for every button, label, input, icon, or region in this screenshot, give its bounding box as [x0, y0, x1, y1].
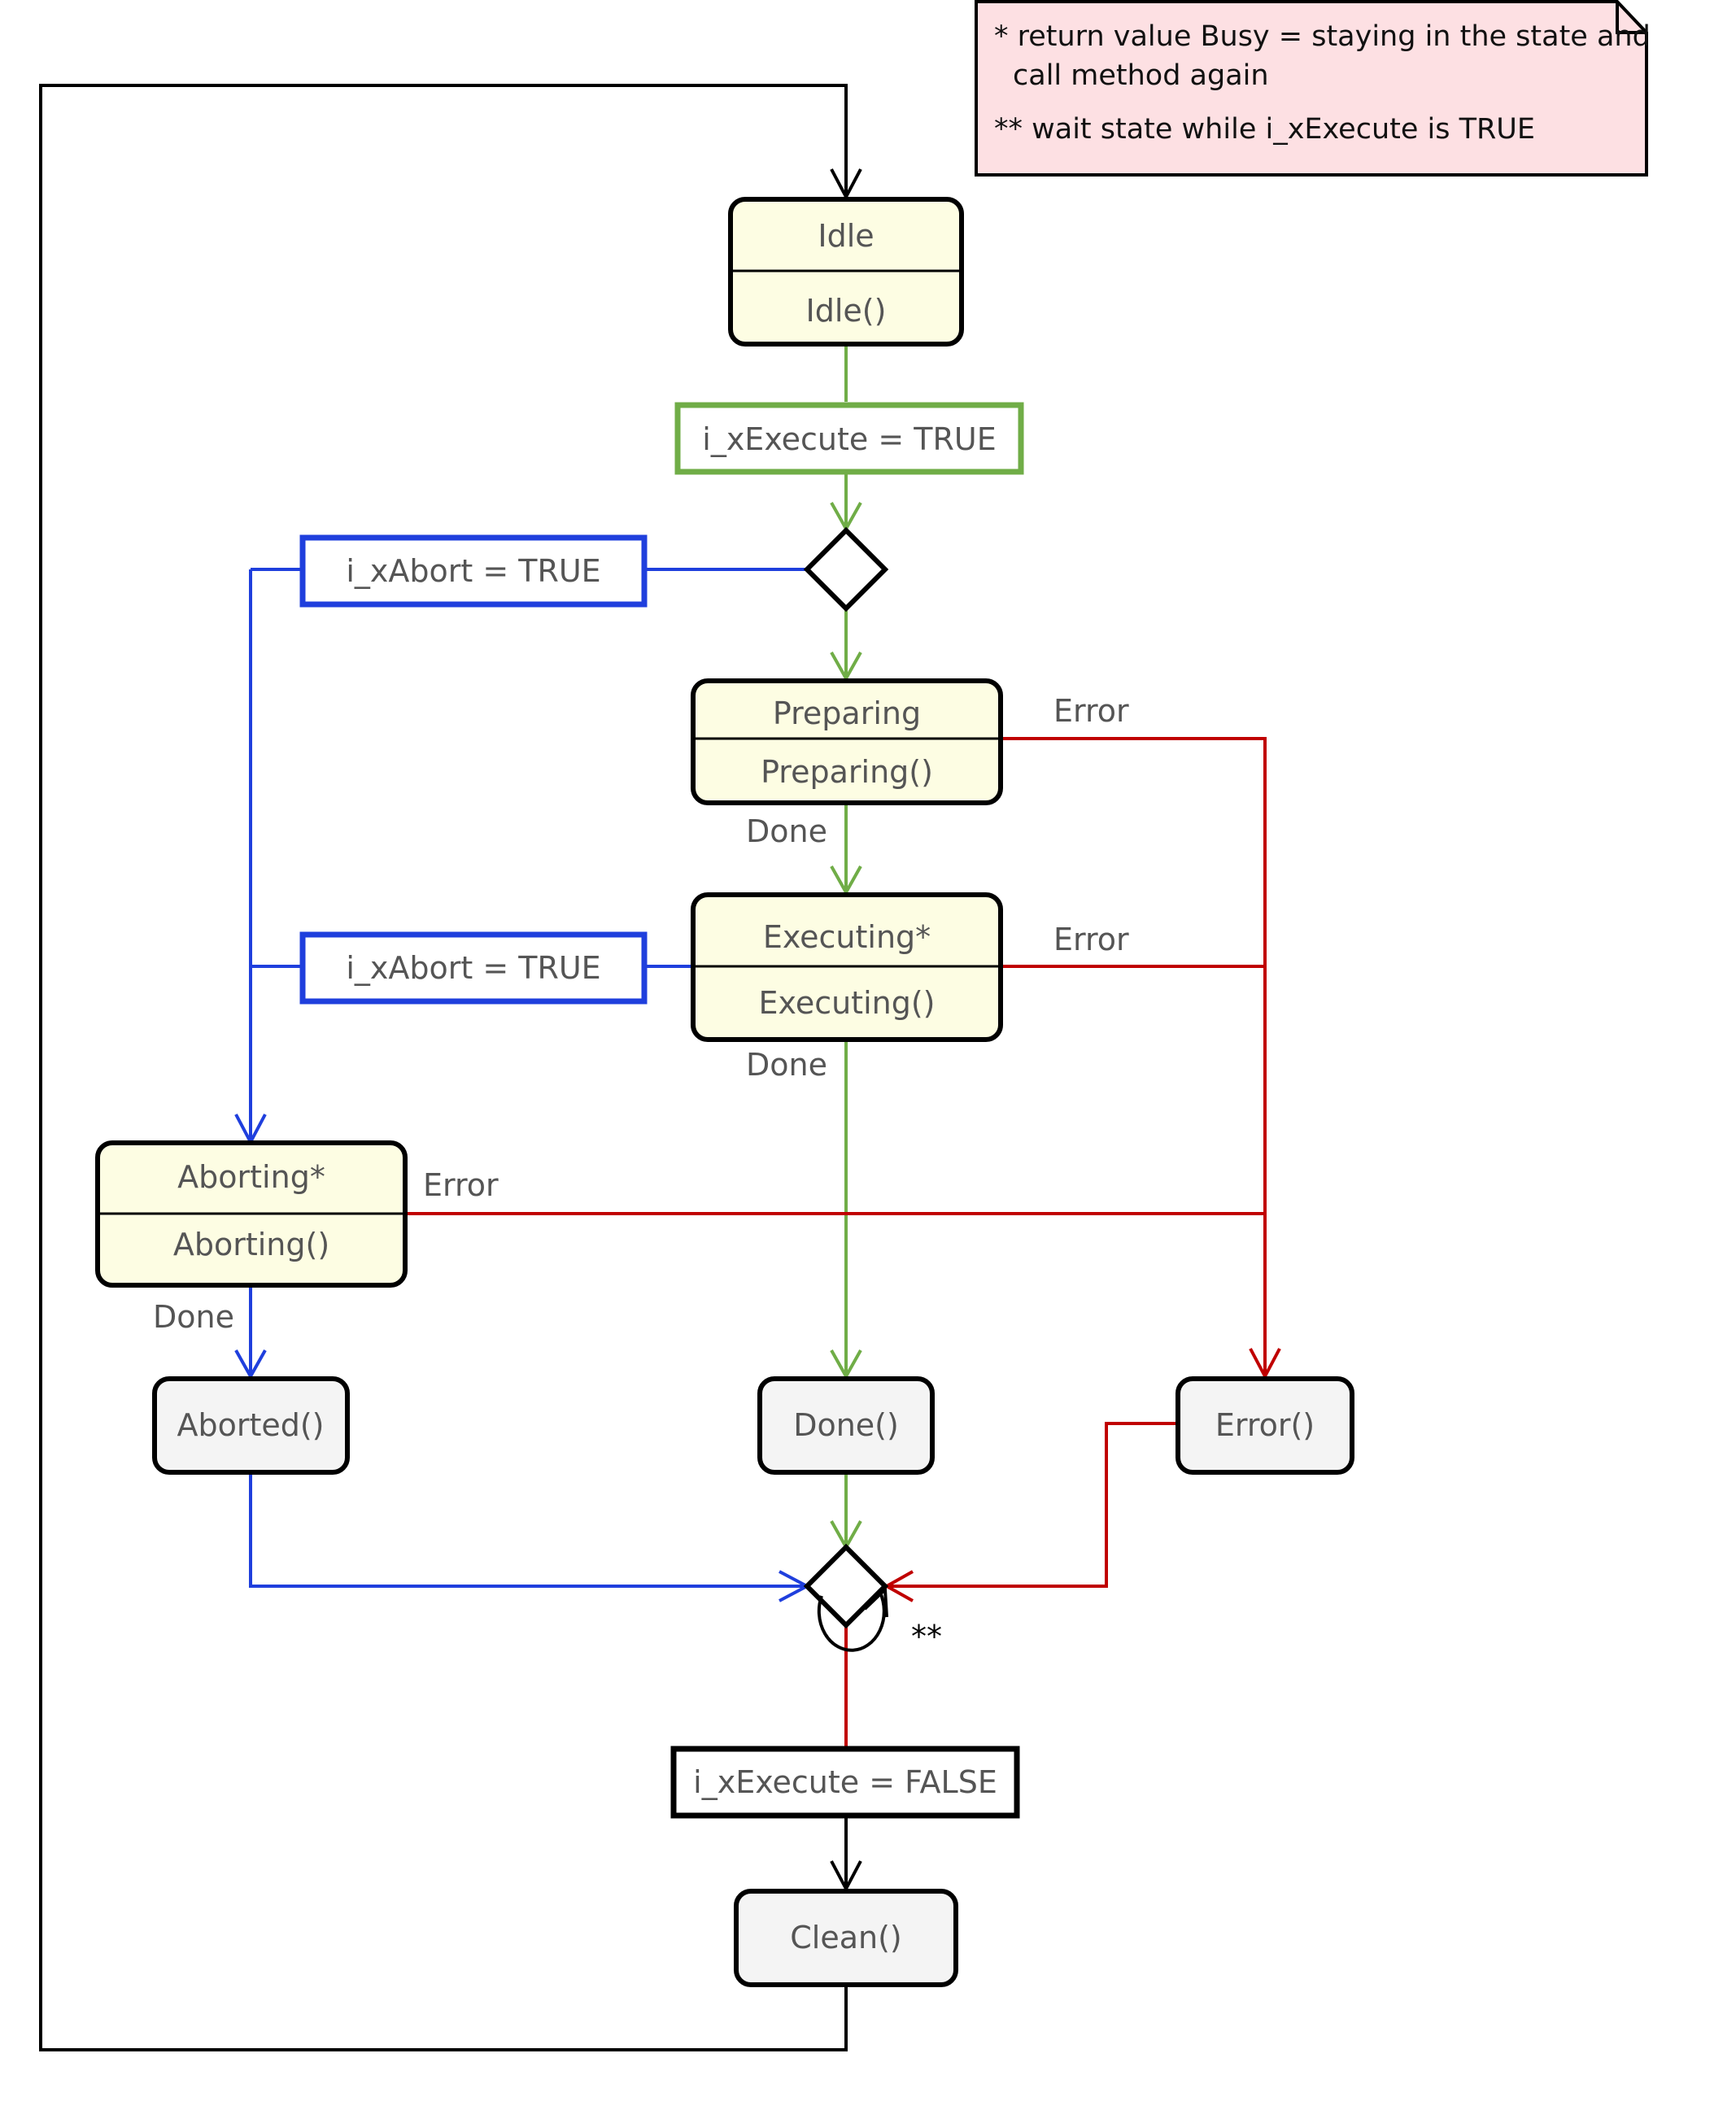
action-clean: Clean(): [734, 1889, 958, 1987]
blue-flow-edges: [234, 568, 811, 1602]
action-error: Error(): [1176, 1376, 1354, 1475]
condition-abort-true-2-label: i_xAbort = TRUE: [346, 950, 600, 986]
label-preparing-done: Done: [746, 813, 827, 849]
action-done: Done(): [757, 1376, 935, 1475]
action-aborted: Aborted(): [152, 1376, 350, 1475]
condition-execute-true-label: i_xExecute = TRUE: [702, 421, 996, 457]
action-error-label: Error(): [1215, 1407, 1315, 1443]
note-line-2: call method again: [1013, 59, 1269, 92]
state-idle-name: Idle: [818, 218, 874, 254]
note-line-3: ** wait state while i_xExecute is TRUE: [994, 113, 1535, 146]
note: * return value Busy = staying in the sta…: [975, 0, 1651, 177]
action-done-label: Done(): [793, 1407, 899, 1443]
label-executing-error: Error: [1053, 922, 1129, 957]
clean-edge: [830, 1816, 862, 1893]
label-aborting-done: Done: [153, 1299, 234, 1335]
state-preparing-name: Preparing: [773, 695, 921, 731]
note-line-1: * return value Busy = staying in the sta…: [994, 20, 1651, 53]
state-preparing-method: Preparing(): [761, 754, 933, 790]
condition-abort-true-1: i_xAbort = TRUE: [299, 534, 648, 608]
label-executing-done: Done: [746, 1047, 827, 1083]
action-clean-label: Clean(): [790, 1920, 902, 1955]
label-aborting-error: Error: [423, 1167, 499, 1203]
wait-state-marker: **: [911, 1619, 942, 1654]
state-aborting: Aborting* Aborting(): [95, 1140, 408, 1288]
state-aborting-method: Aborting(): [173, 1227, 329, 1262]
state-preparing: Preparing Preparing(): [691, 678, 1003, 805]
decision-diamond-top: [803, 526, 889, 613]
state-idle: Idle Idle(): [728, 197, 964, 347]
label-preparing-error: Error: [1053, 693, 1129, 729]
state-executing-name: Executing*: [763, 919, 931, 955]
state-idle-method: Idle(): [806, 293, 887, 329]
condition-execute-false-label: i_xExecute = FALSE: [693, 1764, 997, 1800]
merge-diamond-bottom: [803, 1543, 889, 1652]
state-aborting-name: Aborting*: [177, 1159, 325, 1195]
state-executing-method: Executing(): [759, 985, 936, 1021]
condition-abort-true-2: i_xAbort = TRUE: [299, 931, 648, 1005]
condition-execute-false: i_xExecute = FALSE: [670, 1746, 1020, 1819]
state-executing: Executing* Executing(): [691, 892, 1003, 1042]
condition-abort-true-1-label: i_xAbort = TRUE: [346, 553, 600, 589]
condition-execute-true: i_xExecute = TRUE: [674, 402, 1024, 475]
action-aborted-label: Aborted(): [177, 1407, 324, 1443]
